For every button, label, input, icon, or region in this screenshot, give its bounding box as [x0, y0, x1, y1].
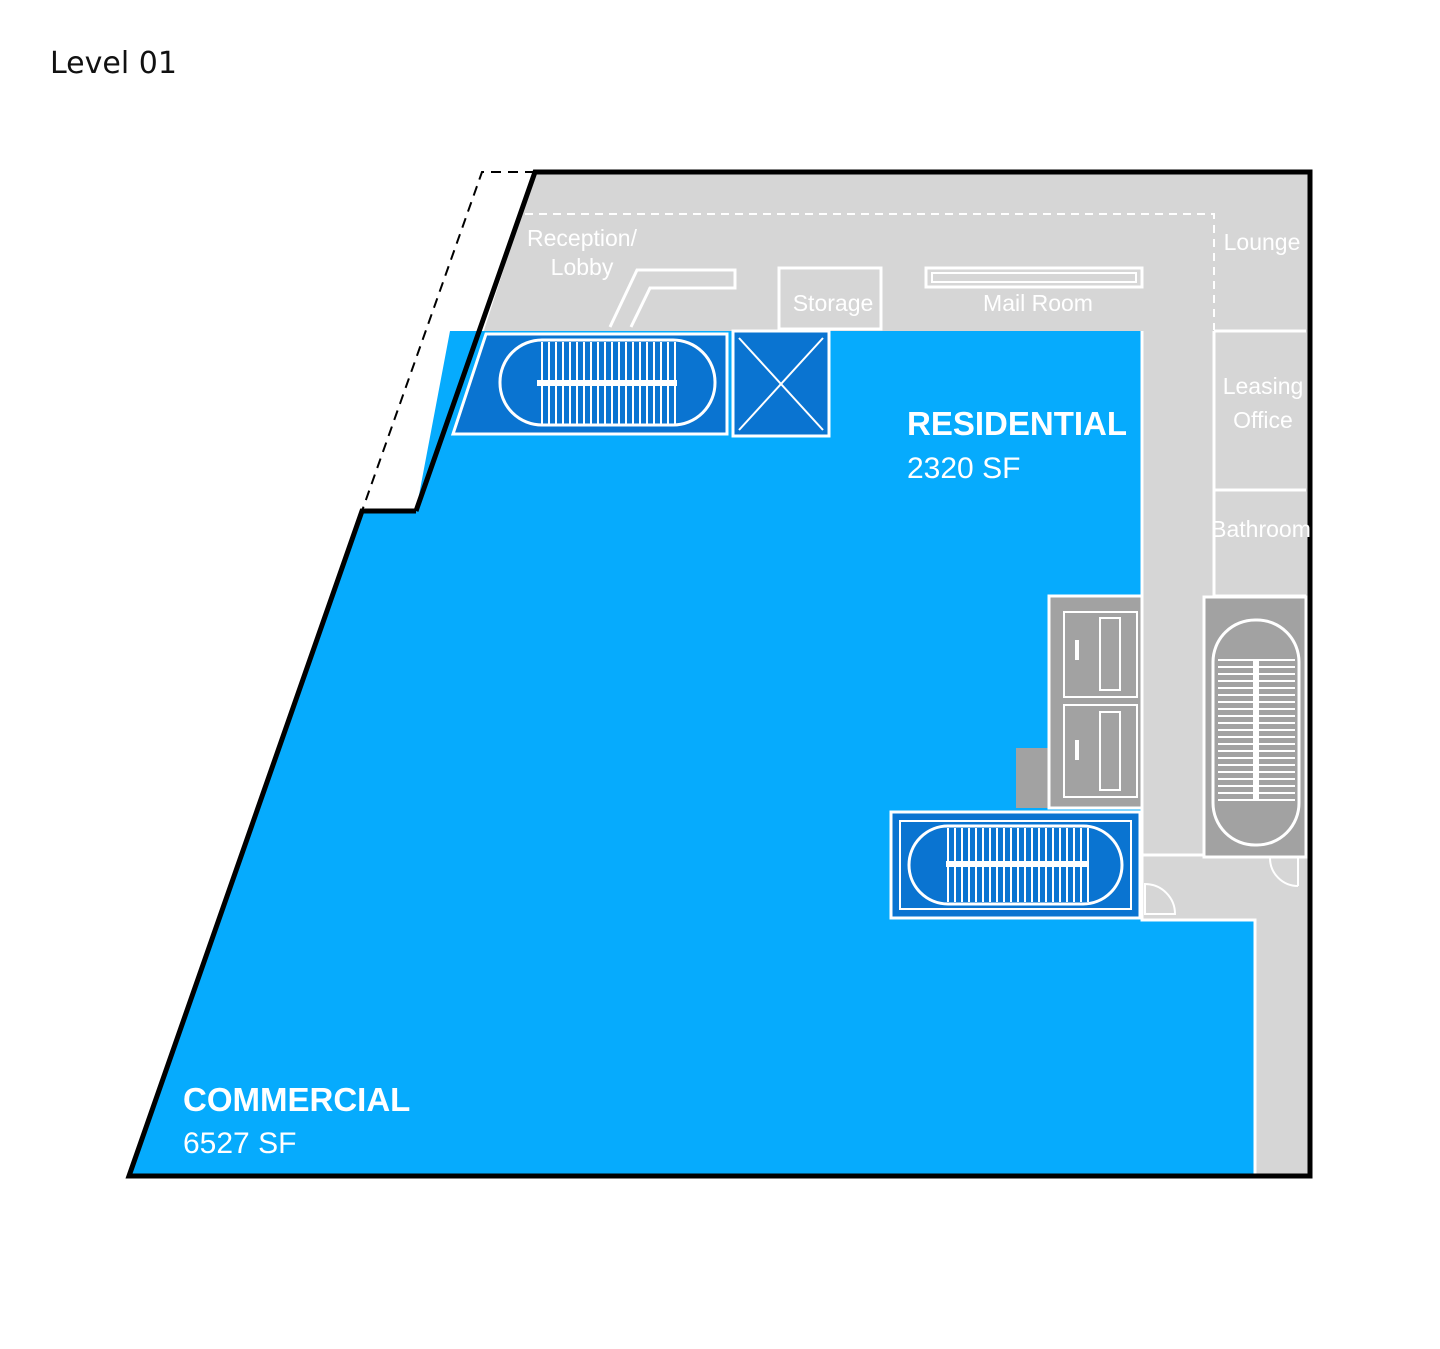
room-label-reception: Reception/: [527, 225, 638, 251]
room-label-lobby: Lobby: [551, 254, 614, 280]
north-shaft: [731, 329, 831, 438]
residential-footprint: [450, 172, 1310, 1176]
commercial-area: [129, 331, 1255, 1176]
room-label-office: Office: [1233, 407, 1293, 433]
room-label-lounge: Lounge: [1224, 229, 1301, 255]
zone-label-commercial: COMMERCIAL: [183, 1081, 410, 1118]
mailbox-bank: [924, 266, 1144, 289]
room-label-storage: Storage: [793, 290, 874, 316]
elevator-core: [1016, 594, 1144, 810]
zone-area-commercial: 6527 SF: [183, 1127, 296, 1160]
room-label-leasing: Leasing: [1223, 373, 1304, 399]
corridor-door-swing: [1144, 882, 1177, 915]
room-label-bathroom: Bathroom: [1211, 516, 1311, 542]
mailbox-bank-inner: [931, 272, 1137, 283]
room-label-mail-room: Mail Room: [983, 290, 1093, 316]
lobby-dashed-line: [525, 213, 1215, 330]
east-stair: [1202, 595, 1308, 887]
south-stair: [889, 810, 1142, 920]
zone-area-residential: 2320 SF: [907, 452, 1020, 485]
level-title: Level 01: [50, 46, 177, 81]
north-stair: [450, 332, 729, 436]
overhang-dashed-outline: [361, 171, 535, 512]
reception-counter: [608, 268, 737, 328]
storage-room-outline: [777, 266, 883, 331]
zone-label-residential: RESIDENTIAL: [907, 405, 1127, 442]
